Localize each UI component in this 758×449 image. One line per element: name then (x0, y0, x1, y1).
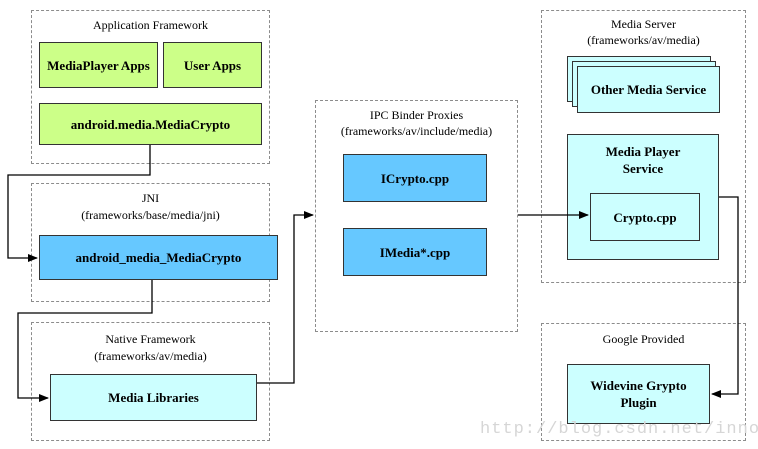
user-apps-node: User Apps (163, 42, 262, 88)
mediaplayer-apps-node: MediaPlayer Apps (39, 42, 158, 88)
other-media-service-node: Other Media Service (577, 66, 720, 113)
application-framework-title: Application Framework (93, 18, 208, 32)
widevine-plugin-node: Widevine Grypto Plugin (567, 364, 710, 424)
ipc-subtitle: (frameworks/av/include/media) (340, 124, 493, 138)
ipc-title: IPC Binder Proxies (369, 108, 464, 122)
google-provided-title: Google Provided (602, 332, 685, 346)
native-framework-subtitle: (frameworks/av/media) (94, 349, 207, 363)
media-player-service-label: Media Player Service (605, 144, 681, 176)
crypto-cpp-node: Crypto.cpp (590, 193, 700, 241)
media-server-group: Media Server (frameworks/av/media) (541, 10, 746, 283)
watermark: http://blog.csdn.net/innost (480, 420, 758, 439)
media-libraries-node: Media Libraries (50, 374, 257, 421)
media-server-title: Media Server (611, 17, 676, 31)
android-media-mediacrypto-node: android.media.MediaCrypto (39, 103, 262, 145)
imedia-node: IMedia*.cpp (343, 228, 487, 276)
jni-subtitle: (frameworks/base/media/jni) (81, 208, 220, 222)
media-server-subtitle: (frameworks/av/media) (587, 33, 700, 47)
ipc-binder-proxies-group: IPC Binder Proxies (frameworks/av/includ… (315, 100, 518, 332)
android-media-mediacrypto-jni-node: android_media_MediaCrypto (39, 235, 278, 280)
icrypto-node: ICrypto.cpp (343, 154, 487, 202)
jni-title: JNI (141, 191, 160, 205)
native-framework-title: Native Framework (105, 332, 196, 346)
google-provided-group: Google Provided (541, 323, 746, 441)
widevine-plugin-label: Widevine Grypto Plugin (590, 378, 687, 410)
